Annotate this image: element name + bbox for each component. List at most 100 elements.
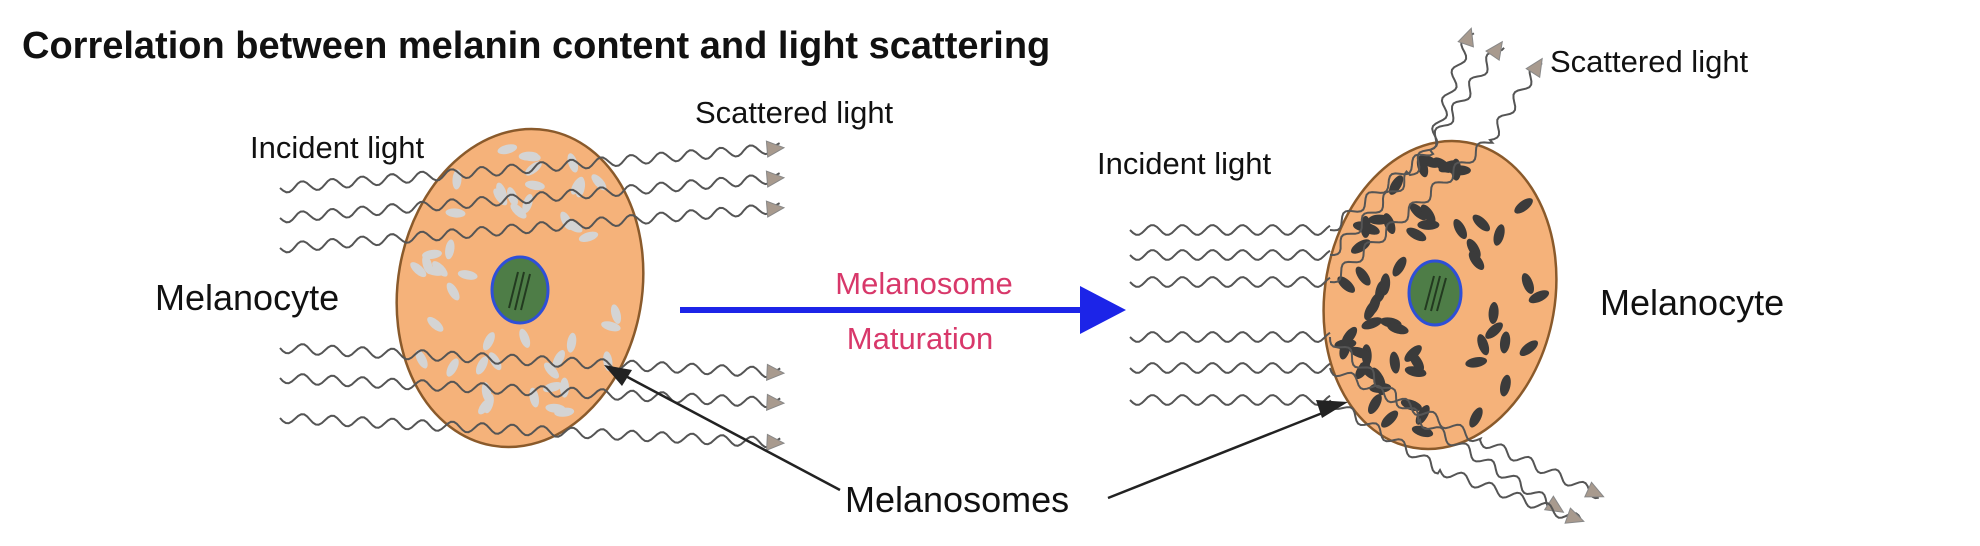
light-ray-arrowhead (765, 170, 786, 188)
melanosome (1488, 302, 1499, 324)
right-melanocyte-cell (1322, 139, 1558, 451)
melanosome (578, 231, 599, 243)
pointer-arrow-right (1107, 408, 1331, 500)
melanosome (1387, 322, 1409, 335)
melanosome (1416, 155, 1429, 178)
figure-title: Correlation between melanin content and … (22, 25, 1050, 67)
melanosomes-pointer: Melanosomes (604, 365, 1348, 520)
right-mature-melanosomes (1334, 154, 1550, 438)
melanosome (610, 304, 622, 324)
light-ray (1129, 361, 1331, 375)
melanosome (446, 282, 460, 301)
melanosome (1469, 407, 1483, 428)
light-ray-arrowhead (766, 433, 786, 452)
light-ray-arrowhead (1457, 27, 1474, 48)
melanosome (1465, 357, 1488, 368)
melanosome (1453, 219, 1467, 239)
melanosome (1392, 256, 1407, 277)
melanosome (524, 180, 545, 191)
left-melanocyte-cell (395, 127, 645, 449)
melanosome (1381, 410, 1399, 428)
melanosome (1337, 276, 1356, 293)
melanosome (445, 208, 466, 218)
melanosome (422, 254, 433, 275)
light-ray-arrowhead (1564, 507, 1585, 524)
melanosome (519, 328, 531, 348)
light-ray (1330, 47, 1505, 256)
melanosome (1418, 154, 1440, 168)
pointer-arrow-left (617, 370, 841, 492)
right-panel: Incident light Scattered light Melanocyt… (1097, 27, 1784, 524)
process-label-line2: Maturation (847, 321, 993, 356)
left-panel: Incident light Scattered light Melanocyt… (155, 95, 894, 452)
right-nucleus (1407, 259, 1463, 327)
right-incident-light-label: Incident light (1097, 146, 1271, 181)
light-ray-arrowhead (765, 200, 786, 218)
light-ray (1329, 367, 1599, 500)
melanosome (1409, 203, 1428, 221)
left-melanocyte-label: Melanocyte (155, 277, 339, 318)
melanosome (1500, 374, 1511, 397)
right-melanocyte-label: Melanocyte (1600, 282, 1784, 323)
left-light-waves (279, 140, 786, 452)
right-scattered-light-label: Scattered light (1550, 44, 1749, 79)
melanosome (1528, 290, 1550, 304)
melanosome (545, 403, 566, 413)
right-light-waves (1129, 27, 1605, 524)
melanosome (1477, 334, 1490, 356)
left-incident-light-label: Incident light (250, 130, 424, 165)
light-ray (279, 142, 781, 194)
light-ray (1329, 336, 1562, 512)
melanosome (1404, 345, 1422, 362)
melanosome (1368, 214, 1391, 225)
pointer-arrowhead-left (604, 365, 632, 386)
melanosome (1420, 204, 1436, 224)
melanosome (591, 174, 607, 191)
melanosome (1499, 331, 1511, 354)
melanosome (1485, 322, 1503, 339)
light-ray (1129, 393, 1331, 407)
light-ray (1329, 62, 1543, 284)
light-ray (279, 202, 781, 254)
melanosome (1368, 394, 1382, 415)
melanosome (1472, 214, 1491, 232)
melanosome (544, 362, 559, 379)
pointer-arrowhead-right (1316, 400, 1348, 418)
melanosome (1466, 238, 1481, 259)
light-ray (279, 413, 781, 449)
melanosome (1368, 293, 1381, 315)
light-ray (1129, 330, 1331, 344)
melanosome (1514, 198, 1533, 214)
melanosome (415, 350, 428, 369)
light-ray-arrowhead (1485, 40, 1503, 62)
light-ray (1329, 399, 1582, 520)
melanosome (518, 151, 539, 161)
melanosome (1389, 351, 1400, 374)
melanosome (560, 211, 573, 231)
melanosome (410, 262, 427, 278)
melanosome (1406, 227, 1427, 242)
melanosome (482, 332, 495, 351)
light-ray-arrowhead (765, 140, 786, 158)
melanosome (488, 352, 502, 371)
maturation-process: Melanosome Maturation (680, 266, 1126, 356)
melanosome (1521, 273, 1535, 294)
melanosome (427, 316, 444, 332)
light-ray-arrowhead (766, 363, 786, 382)
melanosome (560, 377, 569, 398)
melanosome (507, 187, 518, 207)
left-nucleus (490, 255, 550, 325)
light-ray-arrowhead (1525, 57, 1543, 79)
melanosome (510, 203, 527, 219)
light-ray (1129, 223, 1331, 237)
left-scattered-light-label: Scattered light (695, 95, 894, 130)
melanosome (457, 270, 478, 280)
melanosome (552, 350, 565, 369)
left-immature-melanosomes (410, 144, 622, 417)
melanosome (566, 332, 577, 353)
light-ray-arrowhead (1584, 481, 1605, 498)
melanosome (497, 144, 518, 155)
melanosome (1361, 317, 1383, 330)
melanosome (1355, 359, 1371, 380)
